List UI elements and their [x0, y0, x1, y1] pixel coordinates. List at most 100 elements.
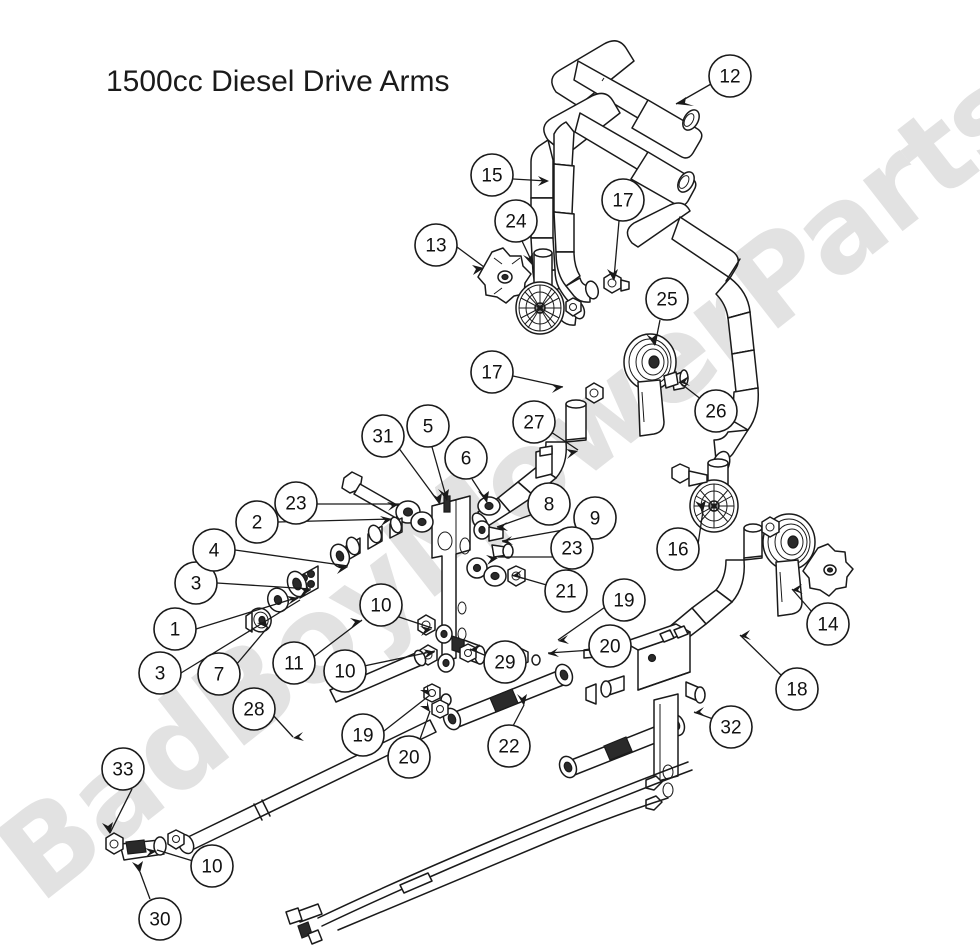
callout-11[interactable]: 11	[272, 641, 316, 685]
callout-17[interactable]: 17	[470, 350, 514, 394]
callout-27[interactable]: 27	[512, 400, 556, 444]
callout-label: 30	[149, 910, 170, 931]
callout-circle[interactable]	[101, 747, 145, 791]
callout-circle[interactable]	[775, 667, 819, 711]
callout-label: 3	[191, 574, 202, 595]
callout-circle[interactable]	[232, 687, 276, 731]
callout-circle[interactable]	[414, 223, 458, 267]
callout-18[interactable]: 18	[775, 667, 819, 711]
callout-circle[interactable]	[138, 651, 182, 695]
callout-circle[interactable]	[527, 482, 571, 526]
callout-circle[interactable]	[483, 640, 527, 684]
callout-24[interactable]: 24	[494, 199, 538, 243]
callout-circle[interactable]	[709, 705, 753, 749]
callout-20[interactable]: 20	[588, 624, 632, 668]
callout-33[interactable]: 33	[101, 747, 145, 791]
callout-circle[interactable]	[153, 607, 197, 651]
callout-32[interactable]: 32	[709, 705, 753, 749]
callout-3[interactable]: 3	[138, 651, 182, 695]
callout-label: 10	[334, 662, 355, 683]
part-8-9-bolts	[473, 520, 514, 559]
callout-circle[interactable]	[601, 178, 645, 222]
callout-circle[interactable]	[341, 713, 385, 757]
callout-10[interactable]: 10	[359, 583, 403, 627]
callout-1[interactable]: 1	[153, 607, 197, 651]
callout-circle[interactable]	[544, 569, 588, 613]
callout-19[interactable]: 19	[602, 578, 646, 622]
callout-circle[interactable]	[494, 199, 538, 243]
callout-13[interactable]: 13	[414, 223, 458, 267]
callout-7[interactable]: 7	[197, 652, 241, 696]
callout-circle[interactable]	[235, 500, 279, 544]
callout-22[interactable]: 22	[487, 724, 531, 768]
callout-circle[interactable]	[387, 735, 431, 779]
callout-26[interactable]: 26	[694, 389, 738, 433]
callout-29[interactable]: 29	[483, 640, 527, 684]
callout-label: 17	[612, 191, 633, 212]
callout-circle[interactable]	[197, 652, 241, 696]
callout-label: 22	[498, 737, 519, 758]
callout-21[interactable]: 21	[544, 569, 588, 613]
callout-label: 21	[555, 582, 576, 603]
callout-circle[interactable]	[708, 54, 752, 98]
callout-circle[interactable]	[550, 526, 594, 570]
callout-20[interactable]: 20	[387, 735, 431, 779]
callout-31[interactable]: 31	[361, 414, 405, 458]
callout-circle[interactable]	[361, 414, 405, 458]
part-geometry	[105, 40, 854, 945]
callout-circle[interactable]	[645, 277, 689, 321]
callout-circle[interactable]	[359, 583, 403, 627]
callout-label: 10	[201, 857, 222, 878]
callout-2[interactable]: 2	[235, 500, 279, 544]
callout-circle[interactable]	[470, 153, 514, 197]
callout-28[interactable]: 28	[232, 687, 276, 731]
part-14-pulley-assembly	[762, 513, 854, 617]
callout-circle[interactable]	[406, 404, 450, 448]
callout-30[interactable]: 30	[138, 897, 182, 941]
callout-circle[interactable]	[806, 602, 850, 646]
callout-9[interactable]: 9	[573, 496, 617, 540]
callout-circle[interactable]	[192, 528, 236, 572]
callout-circle[interactable]	[274, 481, 318, 525]
part-17-bolt-upper	[603, 272, 630, 294]
callout-15[interactable]: 15	[470, 153, 514, 197]
callout-label: 20	[398, 748, 419, 769]
callout-circle[interactable]	[588, 624, 632, 668]
callout-circle[interactable]	[323, 649, 367, 693]
callout-3[interactable]: 3	[174, 561, 218, 605]
callout-16[interactable]: 16	[656, 527, 700, 571]
callout-bubbles: 1233456789101010111213141516171718191920…	[101, 54, 850, 941]
callout-23[interactable]: 23	[550, 526, 594, 570]
callout-label: 12	[719, 67, 740, 88]
callout-19[interactable]: 19	[341, 713, 385, 757]
callout-circle[interactable]	[470, 350, 514, 394]
callout-label: 23	[561, 539, 582, 560]
callout-17[interactable]: 17	[601, 178, 645, 222]
callout-circle[interactable]	[272, 641, 316, 685]
callout-circle[interactable]	[487, 724, 531, 768]
part-bottom-hose	[285, 761, 693, 945]
callout-25[interactable]: 25	[645, 277, 689, 321]
callout-4[interactable]: 4	[192, 528, 236, 572]
callout-circle[interactable]	[190, 844, 234, 888]
callout-label: 4	[209, 541, 220, 562]
callout-12[interactable]: 12	[708, 54, 752, 98]
callout-6[interactable]: 6	[444, 436, 488, 480]
part-bottom-hose-2	[337, 797, 669, 931]
callout-circle[interactable]	[656, 527, 700, 571]
callout-5[interactable]: 5	[406, 404, 450, 448]
callout-circle[interactable]	[602, 578, 646, 622]
callout-circle[interactable]	[138, 897, 182, 941]
callout-circle[interactable]	[444, 436, 488, 480]
callout-23[interactable]: 23	[274, 481, 318, 525]
part-16-gear-assembly	[671, 458, 739, 533]
callout-circle[interactable]	[694, 389, 738, 433]
callout-circle[interactable]	[573, 496, 617, 540]
callout-10[interactable]: 10	[190, 844, 234, 888]
callout-10[interactable]: 10	[323, 649, 367, 693]
callout-label: 5	[423, 417, 434, 438]
callout-circle[interactable]	[512, 400, 556, 444]
callout-8[interactable]: 8	[527, 482, 571, 526]
callout-14[interactable]: 14	[806, 602, 850, 646]
